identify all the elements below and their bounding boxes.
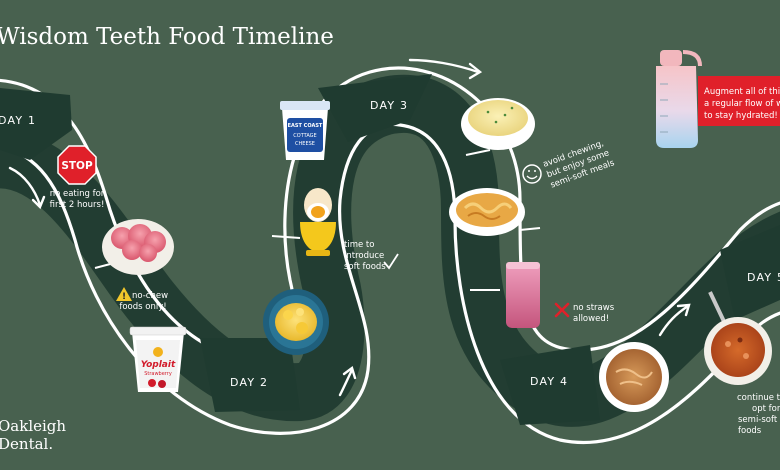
cottage-label-2: COTTAGE — [293, 133, 316, 139]
scrambled-eggs-bowl — [263, 289, 329, 355]
hydration-line-1: Augment all of this with — [704, 87, 780, 97]
mashed-potatoes-bowl — [461, 98, 535, 150]
soft-boiled-egg — [300, 188, 336, 256]
day3-sector — [318, 74, 432, 142]
day-5-label: DAY 5 — [747, 271, 780, 284]
smile-icon — [522, 164, 542, 184]
cottage-label-1: EAST COAST — [288, 123, 323, 129]
pasta-bowl — [449, 188, 525, 236]
brand-logo-line2: Dental. — [0, 435, 53, 453]
timeline-path-inner — [0, 122, 780, 445]
checkmark-icon — [383, 253, 399, 270]
note-no-eating-2: first 2 hours! — [50, 200, 105, 210]
arrow-icon — [8, 58, 691, 397]
warning-icon: ! — [116, 287, 132, 302]
cottage-label-3: CHEESE — [295, 141, 315, 147]
note-continue-1: continue to — [737, 393, 780, 403]
note-continue-3: semi-soft — [738, 415, 778, 425]
yogurt-brand-label: Yoplait — [141, 360, 176, 370]
day-2-label: DAY 2 — [230, 376, 268, 389]
water-bottle — [656, 50, 702, 148]
cottage-cheese-tub: EAST COAST COTTAGE CHEESE — [280, 101, 330, 160]
note-no-chew-1: no-chew — [132, 291, 168, 301]
note-straws-2: allowed! — [573, 314, 609, 324]
day4-sector — [500, 345, 600, 425]
day2-sector — [200, 338, 300, 412]
yogurt-flavor-label: Strawberry — [144, 371, 172, 377]
note-no-eating-1: no eating for — [50, 189, 105, 199]
note-soft-1: time to — [344, 240, 374, 250]
hydration-line-2: a regular flow of water — [704, 99, 780, 109]
svg-text:!: ! — [122, 292, 126, 302]
pulled-meat-bowl — [599, 342, 669, 412]
day-4-label: DAY 4 — [530, 375, 568, 388]
note-continue-2: opt for — [752, 404, 780, 414]
day1-sector — [0, 88, 72, 160]
no-straw-x-icon — [554, 302, 570, 318]
smoothie-glass — [506, 262, 540, 328]
day5-sector — [720, 225, 780, 320]
day-3-label: DAY 3 — [370, 99, 408, 112]
hydration-banner — [698, 76, 780, 126]
brand-logo-line1: Oakleigh — [0, 417, 66, 435]
note-continue-4: foods — [738, 426, 762, 436]
note-no-chew-2: foods only! — [119, 302, 166, 312]
stop-sign-icon: STOP — [57, 145, 97, 185]
note-straws-1: no straws — [573, 303, 615, 313]
ice-cream-bowl — [102, 219, 174, 275]
page-title: Wisdom Teeth Food Timeline — [0, 24, 334, 50]
yogurt-cup: Yoplait Strawberry — [129, 326, 187, 392]
stop-sign-text: STOP — [61, 160, 93, 172]
chili-bowl — [704, 291, 772, 385]
hydration-line-3: to stay hydrated! — [704, 111, 778, 121]
note-soft-2: introduce — [344, 251, 384, 261]
day-1-label: DAY 1 — [0, 114, 36, 127]
note-soft-3: soft foods — [344, 262, 386, 272]
